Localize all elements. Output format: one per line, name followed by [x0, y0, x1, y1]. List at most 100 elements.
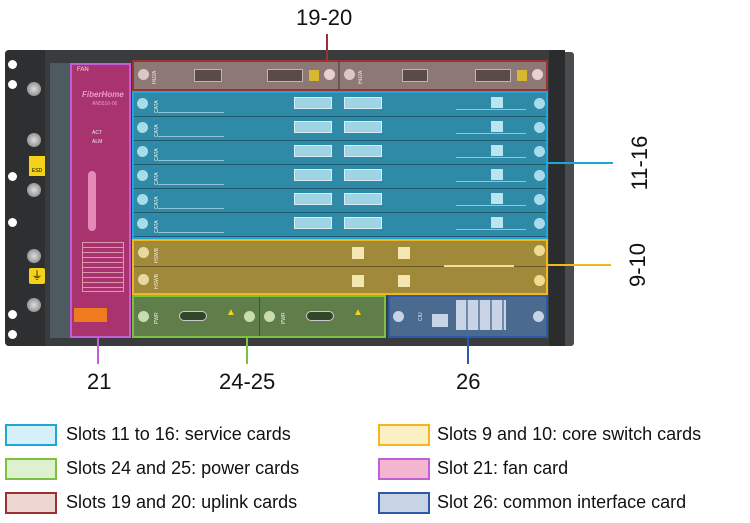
ethernet-port [491, 193, 503, 204]
screw-icon [27, 298, 41, 312]
callout-switch: 9-10 [625, 242, 650, 288]
ejector-knob [534, 170, 545, 181]
legend-fan: Slot 21: fan card [437, 458, 569, 478]
callout-interface: 26 [456, 369, 481, 394]
ethernet-port [352, 275, 364, 287]
pon-port-block [294, 121, 332, 133]
ground-icon: ⏚ [29, 268, 45, 284]
service-card: CATA [134, 189, 546, 213]
ethernet-port [491, 217, 503, 228]
pon-port-block [294, 169, 332, 181]
service-card: CATA [134, 213, 546, 237]
ethernet-port [491, 145, 503, 156]
esd-warning-icon: ESD [29, 156, 45, 176]
warning-icon: ▲ [226, 307, 236, 318]
legend-swatch-fan [378, 458, 430, 480]
power-connector [306, 311, 334, 321]
esd-label: ESD [31, 168, 43, 174]
pon-port-block [294, 97, 332, 109]
callout-line-switch [548, 264, 611, 266]
pon-port-block [294, 193, 332, 205]
sfp-ports [267, 69, 303, 82]
pon-port-block [344, 193, 382, 205]
pon-port-block [344, 97, 382, 109]
legend-uplink: Slots 19 and 20: uplink cards [66, 492, 298, 512]
led-alm: ALM [92, 139, 103, 145]
ejector-knob [137, 122, 148, 133]
mount-hole [8, 310, 17, 319]
brand-logo: FiberHome [82, 90, 124, 99]
card-tag: HU2A [358, 70, 364, 84]
mount-hole [8, 80, 17, 89]
console-port [309, 70, 319, 81]
card-tag: HSWB [154, 274, 160, 289]
ejector-knob [137, 218, 148, 229]
switch-card: HSWB [134, 265, 546, 293]
ethernet-port [491, 169, 503, 180]
callout-line-interface [467, 338, 469, 364]
fan-card-slot-21: FAN FiberHome AN5516-06 ACT ALM [70, 63, 131, 338]
ethernet-port [398, 275, 410, 287]
model-label: AN5516-06 [92, 101, 118, 107]
led-act: ACT [92, 130, 102, 136]
mount-hole [8, 330, 17, 339]
power-cards-slots-24-25: PWR ▲ PWR ▲ [132, 295, 386, 338]
mount-hole [8, 172, 17, 181]
service-card: CATA [134, 93, 546, 117]
ethernet-port [352, 247, 364, 259]
alarm-ports [456, 300, 506, 330]
card-tag: PWR [154, 312, 160, 324]
ejector-knob [534, 122, 545, 133]
callout-line-service [548, 162, 613, 164]
air-filter-panel [50, 63, 70, 338]
screw-icon [27, 133, 41, 147]
legend-swatch-service [5, 424, 57, 446]
screw-icon [27, 82, 41, 96]
service-card: CATA [134, 141, 546, 165]
warning-sticker [74, 308, 107, 322]
ejector-knob [534, 146, 545, 157]
screw-icon [27, 183, 41, 197]
service-card: CATA [134, 165, 546, 189]
left-mounting-ear [5, 50, 45, 346]
callout-line-uplink [326, 34, 328, 60]
callout-power: 24-25 [219, 369, 276, 394]
card-tag: PWR [281, 312, 287, 324]
callout-uplink: 19-20 [296, 5, 353, 30]
ethernet-port [491, 121, 503, 132]
fan-label: FAN [77, 67, 89, 73]
callout-fan: 21 [87, 369, 112, 394]
card-tag: CIU [418, 312, 424, 321]
fan-handle[interactable] [88, 171, 96, 231]
core-switch-cards-slots-9-10: HSWB HSWB [132, 239, 548, 295]
legend-power: Slots 24 and 25: power cards [66, 458, 300, 478]
ejector-knob [137, 146, 148, 157]
sfp-ports [475, 69, 511, 82]
console-port [517, 70, 527, 81]
pon-port-block [344, 217, 382, 229]
mount-hole [578, 57, 585, 64]
ethernet-port [432, 314, 448, 327]
uplink-card: HU2A [134, 62, 340, 89]
common-interface-card-slot-26: CIU [388, 295, 548, 338]
power-card: PWR ▲ [261, 297, 384, 336]
sfp-ports [402, 69, 428, 82]
uplink-cards-slots-19-20: HU2A HU2A [132, 60, 548, 91]
legend-switch: Slots 9 and 10: core switch cards [437, 424, 702, 444]
legend-swatch-uplink [5, 492, 57, 514]
fan-status-table [82, 242, 124, 292]
card-tag: HSWB [154, 248, 160, 263]
power-connector [179, 311, 207, 321]
warning-icon: ▲ [353, 307, 363, 318]
legend-swatch-power [5, 458, 57, 480]
pon-port-block [344, 121, 382, 133]
callout-line-power [246, 338, 248, 364]
legend-service: Slots 11 to 16: service cards [66, 424, 291, 444]
ejector-knob [137, 170, 148, 181]
switch-card: HSWB [134, 241, 546, 267]
ejector-knob [534, 218, 545, 229]
right-mounting-flange [565, 52, 574, 346]
mount-hole [8, 60, 17, 69]
service-card: CATA [134, 117, 546, 141]
legend-swatch-switch [378, 424, 430, 446]
